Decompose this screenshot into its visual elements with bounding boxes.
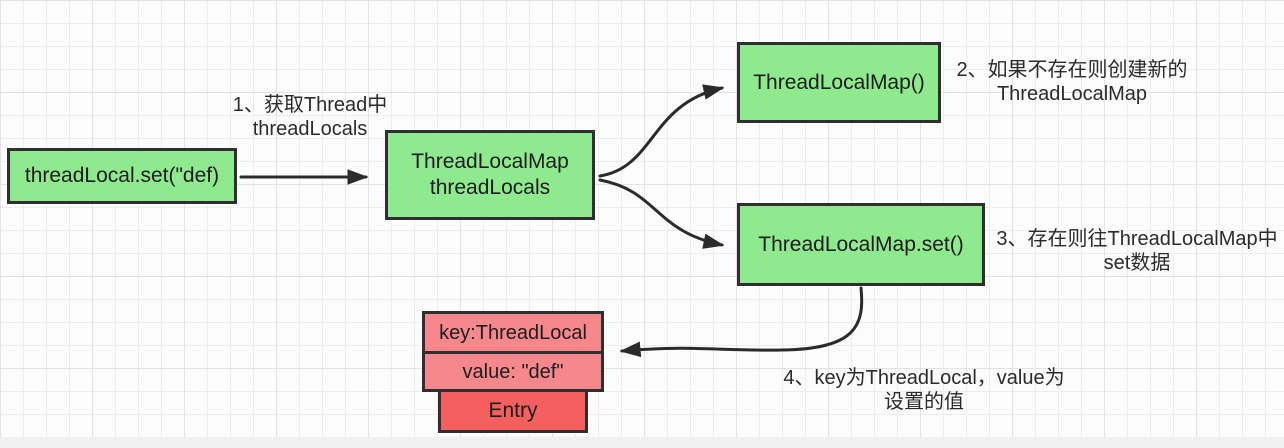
node-threadlocalmap-constructor: ThreadLocalMap() — [737, 42, 941, 123]
annotation-line1: 1、获取Thread中 — [232, 94, 388, 116]
annotation-line2: threadLocals — [252, 118, 368, 140]
annotation-line1: 4、key为ThreadLocal，value为 — [783, 367, 1065, 389]
node-label: value: "def" — [462, 360, 564, 383]
node-threadlocalmap-threadlocals: ThreadLocalMap threadLocals — [385, 130, 595, 220]
node-threadlocal-set-call: threadLocal.set("def) — [7, 148, 237, 204]
node-entry-key: key:ThreadLocal — [422, 311, 604, 354]
annotation-line1: 3、存在则往ThreadLocalMap中 — [996, 228, 1278, 250]
node-label: threadLocal.set("def) — [24, 164, 220, 187]
bottom-bar — [0, 437, 1284, 448]
node-label: ThreadLocalMap() — [753, 70, 925, 94]
annotation-step2: 2、如果不存在则创建新的 ThreadLocalMap — [948, 58, 1196, 106]
node-label-line1: ThreadLocalMap — [411, 150, 569, 173]
annotation-line2: set数据 — [1103, 252, 1171, 274]
annotation-line2: ThreadLocalMap — [996, 83, 1148, 105]
node-entry-value: value: "def" — [422, 351, 604, 392]
arrow-threadlocals-to-ctor — [598, 84, 725, 178]
arrow-threadlocals-to-set — [598, 178, 725, 249]
annotation-step4: 4、key为ThreadLocal，value为 设置的值 — [778, 366, 1070, 414]
arrow-set-to-entry — [619, 286, 864, 358]
annotation-step3: 3、存在则往ThreadLocalMap中 set数据 — [990, 227, 1284, 275]
node-label: Entry — [488, 399, 538, 422]
node-label-line2: threadLocals — [429, 176, 551, 199]
node-entry: Entry — [438, 389, 588, 433]
node-label: ThreadLocalMap.set() — [758, 232, 964, 256]
node-label: key:ThreadLocal — [439, 321, 587, 344]
annotation-step1: 1、获取Thread中 threadLocals — [222, 93, 398, 141]
node-threadlocalmap-set: ThreadLocalMap.set() — [737, 203, 985, 286]
annotation-line2: 设置的值 — [884, 391, 964, 413]
annotation-line1: 2、如果不存在则创建新的 — [956, 59, 1188, 81]
